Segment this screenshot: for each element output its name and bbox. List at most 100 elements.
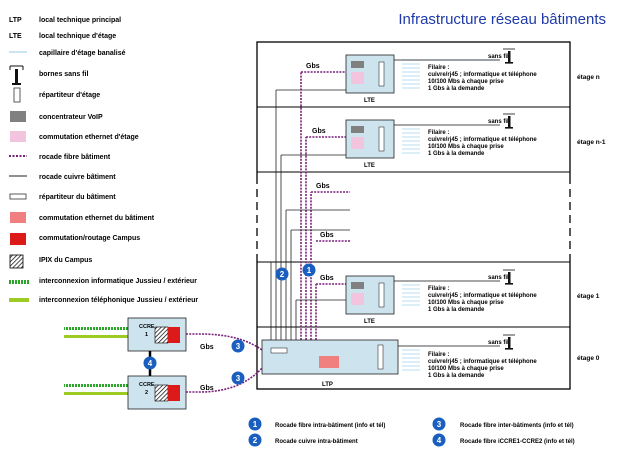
marker-4 <box>143 356 157 370</box>
floor-1-gbs: Gbs <box>320 275 334 282</box>
diagram-title: Infrastructure réseau bâtiments <box>398 11 606 28</box>
floor-n-desc-1: cuivre/rj45 ; informatique et téléphone <box>428 72 537 78</box>
legend-label-it-interconnect: interconnexion informatique Jussieu / ex… <box>39 278 197 285</box>
campus-router-icon <box>168 385 180 401</box>
link-key: 1 Rocade fibre intra-bâtiment (info et t… <box>248 417 575 447</box>
floor-n1-desc-3: 1 Gbs à la demande <box>428 151 485 157</box>
key-4-num: 4 <box>437 436 442 445</box>
ccre2-label: CCRE <box>139 382 155 388</box>
voip-concentrator-icon <box>351 282 364 289</box>
intermediate-floors: Gbs Gbs <box>286 183 350 242</box>
antenna-icon <box>503 334 515 350</box>
voip-concentrator-icon <box>351 126 364 133</box>
floor-n: Gbs LTE sans fil Filaire : cuivre/rj45 ;… <box>276 48 600 104</box>
floor-0-desc-1: cuivre/rj45 ; informatique et téléphone <box>428 359 537 365</box>
legend-label-floor-switch: commutation ethernet d'étage <box>39 134 139 141</box>
floor-1-label: étage 1 <box>577 293 600 300</box>
building <box>254 41 573 390</box>
key-4-text: Rocade fibre iCCRE1-CCRE2 (info et tél) <box>460 439 575 445</box>
marker-3a-label: 3 <box>236 342 241 351</box>
floor-n1-desc-2: 10/100 Mbs à chaque prise <box>428 144 504 150</box>
ccre1-number: 1 <box>145 332 148 338</box>
floor-switch-icon <box>10 131 26 142</box>
legend-label-phone-interconnect: interconnexion téléphonique Jussieu / ex… <box>39 297 198 304</box>
marker-3a <box>231 339 245 353</box>
antenna-icon <box>503 269 515 285</box>
floor-n-room: LTE <box>364 98 375 104</box>
legend: LTP local technique principal LTE local … <box>9 17 198 304</box>
floor-n-desc-2: 10/100 Mbs à chaque prise <box>428 79 504 85</box>
marker-2 <box>275 267 289 281</box>
floor-n-desc-0: Filaire : <box>428 65 449 71</box>
campus-core: CCRE 1 CCRE 2 4 Gbs Gbs 3 3 <box>64 317 263 410</box>
antenna-icon <box>9 65 24 85</box>
ipix-icon <box>9 254 24 269</box>
floor-1-desc-3: 1 Gbs à la demande <box>428 307 485 313</box>
marker-1 <box>302 263 316 277</box>
marker-1-label: 1 <box>307 266 312 275</box>
legend-label-lte: local technique d'étage <box>39 33 116 40</box>
floor-0-room: LTP <box>322 382 333 388</box>
floor-n1-gbs: Gbs <box>312 128 326 135</box>
key-3-text: Rocade fibre inter-bâtiments (info et té… <box>460 423 574 429</box>
floor-n1-room: LTE <box>364 163 375 169</box>
floor-0-wireless: sans fil <box>488 340 509 346</box>
voip-concentrator-icon <box>10 111 26 122</box>
floor-n1-label: étage n-1 <box>577 139 606 146</box>
mid-gbs-2: Gbs <box>320 232 334 239</box>
legend-code-lte: LTE <box>9 33 22 40</box>
legend-label-voip: concentrateur VoIP <box>39 114 103 121</box>
floor-1-desc-0: Filaire : <box>428 286 449 292</box>
antenna-icon <box>503 113 515 129</box>
voip-concentrator-icon <box>351 61 364 68</box>
floor-0-desc-0: Filaire : <box>428 352 449 358</box>
floor-1-desc-1: cuivre/rj45 ; informatique et téléphone <box>428 293 537 299</box>
ipix-icon <box>154 384 169 402</box>
marker-2-label: 2 <box>280 270 285 279</box>
legend-label-campus-router: commutation/routage Campus <box>39 235 140 242</box>
building-distributor-icon <box>9 193 27 200</box>
floor-n1-desc-0: Filaire : <box>428 130 449 136</box>
ccre1-label: CCRE <box>139 324 155 330</box>
building-switch-icon <box>319 356 339 368</box>
legend-label-building-switch: commutation ethernet du bâtiment <box>39 215 155 222</box>
floor-0: LTP sans fil Filaire : cuivre/rj45 ; inf… <box>261 334 600 388</box>
legend-label-building-distributor: répartiteur du bâtiment <box>39 194 116 201</box>
floor-n1-wireless: sans fil <box>488 119 509 125</box>
building-distributor-icon <box>270 347 288 354</box>
legend-label-copper: rocade cuivre bâtiment <box>39 174 116 181</box>
key-1-text: Rocade fibre intra-bâtiment (info et tél… <box>275 423 385 429</box>
key-1-num: 1 <box>253 420 258 429</box>
key-2-num: 2 <box>253 436 258 445</box>
floor-1-room: LTE <box>364 319 375 325</box>
floor-switch-icon <box>351 293 364 305</box>
floor-n1-desc-1: cuivre/rj45 ; informatique et téléphone <box>428 137 537 143</box>
floor-n-label: étage n <box>577 74 600 81</box>
marker-3b <box>231 371 245 385</box>
building-switch-icon <box>10 212 26 223</box>
floor-distributor-icon <box>378 126 385 152</box>
legend-label-fiber: rocade fibre bâtiment <box>39 154 111 161</box>
mid-gbs-1: Gbs <box>316 183 330 190</box>
floor-distributor-icon <box>13 87 21 103</box>
key-3-num: 3 <box>437 420 442 429</box>
legend-label-floor-distributor: répartiteur d'étage <box>39 92 100 99</box>
ccre1-gbs: Gbs <box>200 344 214 351</box>
floor-1-wireless: sans fil <box>488 275 509 281</box>
floor-1: Gbs LTE sans fil Filaire : cuivre/rj45 ;… <box>296 269 600 325</box>
floor-distributor-icon <box>377 344 384 370</box>
it-interconnect-icon <box>9 280 29 284</box>
floor-n-desc-3: 1 Gbs à la demande <box>428 86 485 92</box>
antenna-icon <box>503 48 515 64</box>
legend-label-ipix: IPIX du Campus <box>39 257 92 264</box>
building-outline <box>256 41 571 390</box>
phone-interconnect-icon <box>9 298 29 302</box>
floor-0-label: étage 0 <box>577 355 600 362</box>
floor-0-desc-2: 10/100 Mbs à chaque prise <box>428 366 504 372</box>
legend-label-wireless: bornes sans fil <box>39 71 88 78</box>
marker-3b-label: 3 <box>236 374 241 383</box>
floor-n-wireless: sans fil <box>488 54 509 60</box>
key-2-text: Rocade cuivre intra-bâtiment <box>275 439 358 445</box>
floor-distributor-icon <box>378 282 385 308</box>
